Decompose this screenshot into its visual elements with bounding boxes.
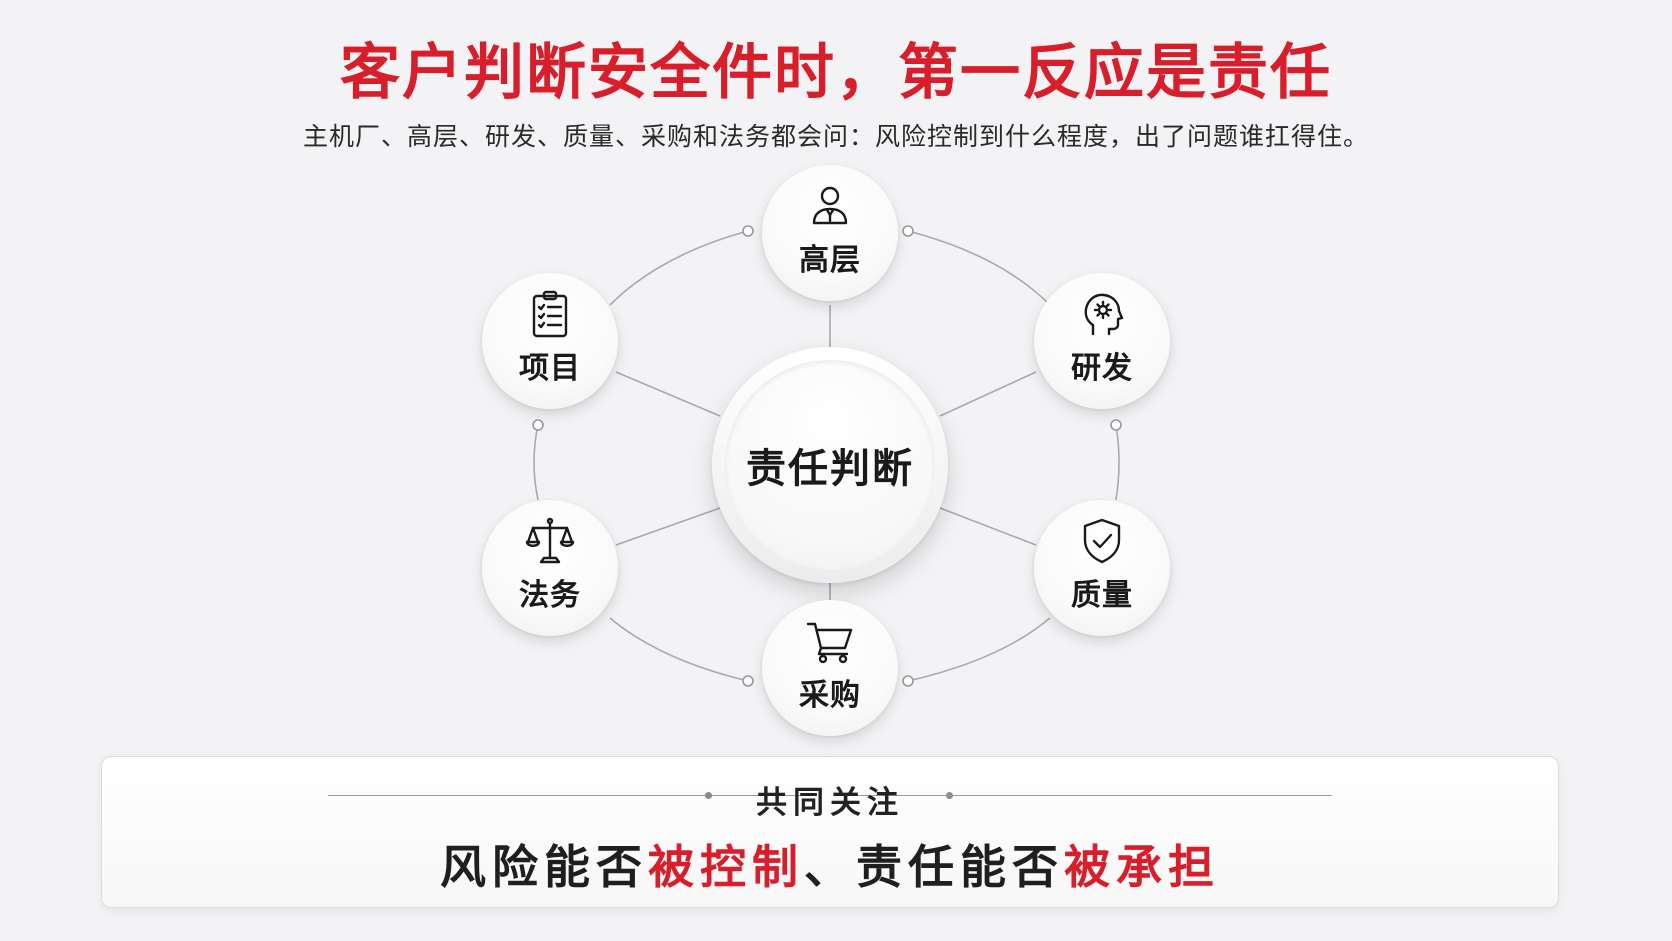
ring-arc-rnd-quality [1115,424,1120,501]
panel-statement-accent: 被控制 [648,840,804,894]
panel-statement-part: 风险能否 [440,840,648,894]
node-quality-label: 质量 [1071,578,1133,613]
node-quality: 质量 [1034,500,1170,636]
node-senior: 高层 [762,165,898,301]
ring-arc-senior-rnd [907,230,1051,306]
ring-arc-purchase-legal [609,617,749,682]
node-project: 项目 [482,273,618,409]
panel-dot-left [705,792,712,799]
spoke-legal [615,507,721,546]
panel-statement: 风险能否被控制、责任能否被承担 [102,831,1558,897]
page-subtitle: 主机厂、高层、研发、质量、采购和法务都会问：风险控制到什么程度，出了问题谁扛得住… [302,122,1369,151]
panel-statement-accent: 被承担 [1064,840,1220,894]
node-senior-label: 高层 [799,243,861,278]
ring-dot [902,675,914,687]
scales-icon [525,517,575,564]
spoke-rnd [939,371,1037,417]
spoke-quality [939,507,1037,546]
ring-dot [742,675,754,687]
head-gear-icon [1084,293,1124,336]
panel-statement-part: 、责任能否 [804,840,1064,894]
center-node: 责任判断 [725,360,935,570]
person-icon [812,186,848,225]
shopping-cart-icon [806,622,853,664]
node-purchase: 采购 [762,600,898,736]
ring-dot [1110,419,1122,431]
node-legal: 法务 [482,500,618,636]
panel-divider-left [328,795,808,796]
page-title: 客户判断安全件时，第一反应是责任 [340,38,1332,108]
ring-dot [902,225,914,237]
node-purchase-label: 采购 [799,678,861,713]
ring-dot [742,225,754,237]
clipboard-checklist-icon [532,290,568,338]
shield-check-icon [1083,518,1121,564]
node-rnd-label: 研发 [1071,351,1133,386]
center-node-label: 责任判断 [746,446,914,492]
summary-panel: 共同关注 风险能否被控制、责任能否被承担 [101,756,1559,908]
ring-arc-legal-project [533,424,539,501]
node-project-label: 项目 [519,351,581,386]
panel-divider-right [850,795,1332,796]
ring-arc-project-senior [609,230,749,306]
spoke-project [615,371,721,417]
node-legal-label: 法务 [519,578,581,613]
panel-heading: 共同关注 [756,785,904,821]
ring-dot [532,419,544,431]
ring-arc-quality-purchase [907,617,1051,682]
node-rnd: 研发 [1034,273,1170,409]
